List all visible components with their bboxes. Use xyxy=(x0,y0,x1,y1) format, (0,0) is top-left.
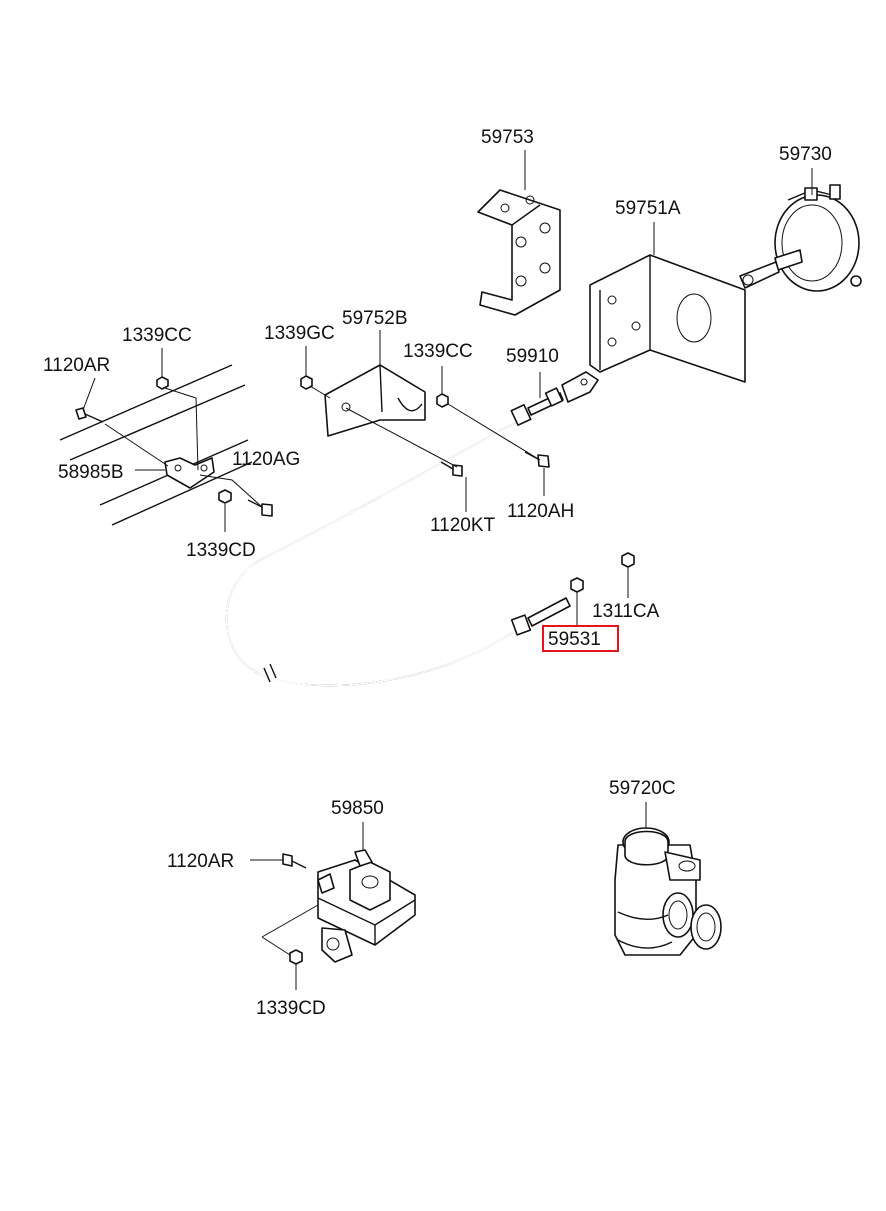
valve-59720C xyxy=(614,827,722,956)
bracket-59752B xyxy=(324,364,426,437)
label-58985B[interactable]: 58985B xyxy=(58,462,124,483)
label-59751A[interactable]: 59751A xyxy=(615,198,681,219)
hardware-bolt-1120AR-top xyxy=(75,407,104,423)
label-1120KT[interactable]: 1120KT xyxy=(430,515,496,536)
label-59753[interactable]: 59753 xyxy=(481,127,534,148)
label-1120AG[interactable]: 1120AG xyxy=(232,449,300,470)
label-59752B[interactable]: 59752B xyxy=(342,308,408,329)
label-1339CD-bottom[interactable]: 1339CD xyxy=(256,998,326,1019)
label-1120AH[interactable]: 1120AH xyxy=(507,501,574,522)
hardware-nut-1339CD-top xyxy=(218,489,232,504)
leader-lines xyxy=(82,150,813,990)
valve-59850 xyxy=(282,849,416,965)
label-1339CC-left[interactable]: 1339CC xyxy=(122,325,192,346)
label-1339CD-top[interactable]: 1339CD xyxy=(186,540,256,561)
label-1120AR-bottom[interactable]: 1120AR xyxy=(167,851,234,872)
label-59531[interactable]: 59531 xyxy=(548,629,601,650)
label-59910[interactable]: 59910 xyxy=(506,346,559,367)
hardware-nut-59531 xyxy=(570,577,584,593)
label-1120AR-top[interactable]: 1120AR xyxy=(43,355,110,376)
label-59730[interactable]: 59730 xyxy=(779,144,832,165)
clip-58985B xyxy=(164,457,215,489)
hardware-bolt-1120AH xyxy=(524,451,550,468)
hardware-nut-1339CC-left xyxy=(156,376,169,390)
highlight-box-59531 xyxy=(542,625,619,652)
hardware-nut-1311CA xyxy=(621,552,635,568)
part-labels: 59753 59730 59751A 1339CC 1339GC 59752B … xyxy=(43,127,832,1019)
label-59850[interactable]: 59850 xyxy=(331,798,384,819)
hardware-bolt-1120KT xyxy=(440,461,463,477)
bracket-59753 xyxy=(477,189,561,316)
bracket-59751A xyxy=(589,254,746,383)
hardware-bolt-1120AG xyxy=(247,499,273,517)
hardware-nut-1339CC-mid xyxy=(436,393,449,408)
label-59720C[interactable]: 59720C xyxy=(609,778,676,799)
label-1339CC-mid[interactable]: 1339CC xyxy=(403,341,473,362)
hardware-nut-1339GC xyxy=(300,375,313,390)
air-chamber-59730 xyxy=(739,184,862,292)
label-1311CA[interactable]: 1311CA xyxy=(592,601,660,622)
label-1339GC[interactable]: 1339GC xyxy=(264,323,335,344)
control-cable xyxy=(225,371,599,687)
